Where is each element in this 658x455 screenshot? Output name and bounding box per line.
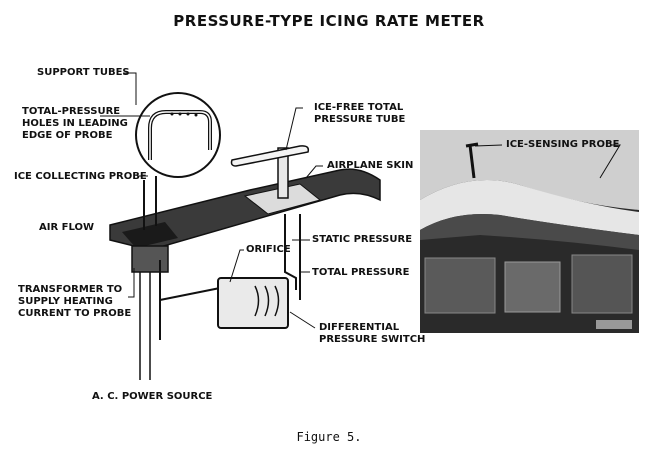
aircraft-photo [420, 130, 639, 333]
figure-caption: Figure 5. [296, 430, 362, 444]
airplane-skin-panel [109, 168, 381, 251]
label-ice-free-tube: ICE-FREE TOTAL PRESSURE TUBE [314, 102, 406, 125]
label-static-pressure: STATIC PRESSURE [312, 234, 413, 245]
differential-switch-box [217, 277, 289, 329]
label-support-tubes: SUPPORT TUBES [37, 67, 130, 78]
label-orifice: ORIFICE [246, 244, 291, 255]
label-ice-sensing-probe: ICE-SENSING PROBE [506, 139, 620, 150]
label-air-flow: AIR FLOW [39, 222, 95, 233]
label-differential-switch: DIFFERENTIAL PRESSURE SWITCH [319, 322, 426, 345]
figure-title: PRESSURE-TYPE ICING RATE METER [173, 12, 485, 30]
label-transformer: TRANSFORMER TO SUPPLY HEATING CURRENT TO… [18, 284, 132, 319]
label-ac-power: A. C. POWER SOURCE [92, 391, 213, 402]
label-total-pressure-holes: TOTAL-PRESSURE HOLES IN LEADING EDGE OF … [22, 106, 128, 141]
label-airplane-skin: AIRPLANE SKIN [327, 160, 414, 171]
label-ice-collecting-probe: ICE COLLECTING PROBE [14, 171, 147, 182]
label-total-pressure: TOTAL PRESSURE [312, 267, 410, 278]
